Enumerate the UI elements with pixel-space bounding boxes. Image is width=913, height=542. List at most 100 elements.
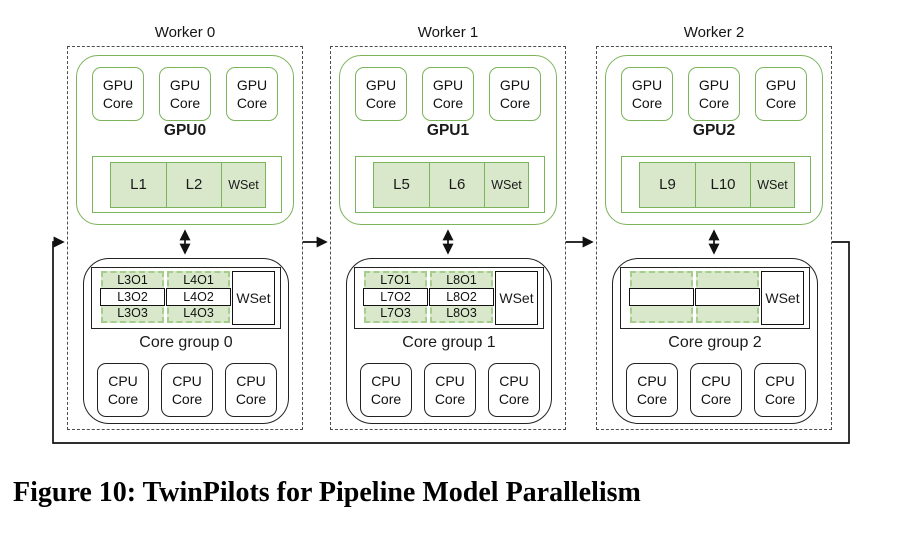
cpu-core-box: CPU Core — [626, 363, 678, 417]
gpu-1-label: GPU1 — [426, 122, 470, 139]
gpu-wset-cell: WSet — [484, 161, 529, 208]
figure-caption: Figure 10: TwinPilots for Pipeline Model… — [13, 477, 641, 508]
cpu-core-label-line1: CPU — [371, 372, 401, 389]
cpu-mem-cell: L8O3 — [446, 306, 477, 321]
gpu-core-label-line1: GPU — [365, 76, 397, 93]
gpu-core-label-line2: Core — [631, 95, 663, 111]
cpu-core-label-line2: Core — [171, 391, 203, 407]
gpu-core-label-line1: GPU — [631, 76, 663, 93]
gpu-mem-cell: L2 — [165, 161, 223, 208]
cpu-mem-cell: L3O1 — [117, 273, 148, 288]
cpu-wset-box: WSet — [232, 271, 275, 325]
core-group-2-label: Core group 2 — [668, 334, 762, 351]
cpu-mem-cell-empty — [629, 288, 694, 306]
cpu-core-box: CPU Core — [225, 363, 277, 417]
cpu-core-label-line2: Core — [235, 391, 267, 407]
gpu-2-memory-bar: L9 L10 WSet — [621, 156, 811, 213]
cpu-mem-column — [695, 271, 760, 323]
gpu-mem-cell: L10 — [694, 161, 752, 208]
cpu-1-box: L7O1 L7O2 L7O3 L8O1 L8O2 L8O3 WSet Core … — [346, 258, 552, 424]
cpu-core-label-line2: Core — [434, 391, 466, 407]
gpu-core-label-line1: GPU — [432, 76, 464, 93]
gpu-0-label: GPU0 — [163, 122, 207, 139]
cpu-core-label-line2: Core — [700, 391, 732, 407]
gpu-core-label-line2: Core — [236, 95, 268, 111]
cpu-mem-column: L7O1 L7O2 L7O3 — [363, 271, 428, 323]
gpu-wset-cell: WSet — [221, 161, 266, 208]
gpu-core-box: GPU Core — [621, 67, 673, 121]
cpu-mem-cell: L7O3 — [380, 306, 411, 321]
worker-1-title: Worker 1 — [417, 24, 479, 41]
cpu-2-memory-bar: WSet — [620, 267, 810, 329]
cpu-core-label-line2: Core — [764, 391, 796, 407]
cpu-core-label-line1: CPU — [765, 372, 795, 389]
cpu-mem-cell-empty — [695, 288, 760, 306]
cpu-mem-cell-active: L3O2 — [100, 288, 165, 306]
gpu-2-box: GPU Core GPU Core GPU Core GPU2 L9 L10 WSet — [605, 55, 823, 225]
gpu-mem-cell: L9 — [639, 161, 696, 208]
cpu-core-box: CPU Core — [424, 363, 476, 417]
cpu-core-label-line1: CPU — [637, 372, 667, 389]
cpu-mem-cell — [698, 273, 757, 288]
gpu-core-box: GPU Core — [688, 67, 740, 121]
cpu-mem-cell-active: L4O2 — [166, 288, 231, 306]
gpu-1-memory-bar: L5 L6 WSet — [355, 156, 545, 213]
cpu-mem-cell: L3O3 — [117, 306, 148, 321]
cpu-2-core-row: CPU Core CPU Core CPU Core — [626, 363, 806, 417]
cpu-mem-column: L8O1 L8O2 L8O3 — [429, 271, 494, 323]
cpu-core-box: CPU Core — [360, 363, 412, 417]
cpu-core-label-line2: Core — [498, 391, 530, 407]
cpu-core-label-line2: Core — [370, 391, 402, 407]
gpu-wset-cell: WSet — [750, 161, 795, 208]
cpu-mem-column: L4O1 L4O2 L4O3 — [166, 271, 231, 323]
gpu-2-core-row: GPU Core GPU Core GPU Core — [621, 67, 807, 121]
gpu-core-label-line2: Core — [432, 95, 464, 111]
gpu-core-label-line1: GPU — [765, 76, 797, 93]
gpu-mem-cell: L5 — [373, 161, 430, 208]
worker-2-boundary: GPU Core GPU Core GPU Core GPU2 L9 L10 WSet — [596, 46, 832, 430]
worker-2-panel: Worker 2 GPU Core GPU Core GPU Core GPU2 L9… — [596, 24, 832, 432]
cpu-core-label-line1: CPU — [172, 372, 202, 389]
cpu-mem-cell: L4O1 — [183, 273, 214, 288]
gpu-2-label: GPU2 — [692, 122, 736, 139]
cpu-mem-cell — [632, 273, 691, 288]
cpu-core-label-line1: CPU — [108, 372, 138, 389]
worker-0-title: Worker 0 — [154, 24, 216, 41]
cpu-core-box: CPU Core — [488, 363, 540, 417]
cpu-core-label-line1: CPU — [435, 372, 465, 389]
gpu-core-box: GPU Core — [92, 67, 144, 121]
gpu-core-label-line2: Core — [365, 95, 397, 111]
gpu-core-box: GPU Core — [355, 67, 407, 121]
cpu-mem-cell — [698, 306, 757, 321]
cpu-core-label-line1: CPU — [499, 372, 529, 389]
cpu-0-box: L3O1 L3O2 L3O3 L4O1 L4O2 L4O3 WSet Core … — [83, 258, 289, 424]
cpu-core-label-line1: CPU — [701, 372, 731, 389]
gpu-core-label-line2: Core — [102, 95, 134, 111]
cpu-core-box: CPU Core — [161, 363, 213, 417]
cpu-1-memory-bar: L7O1 L7O2 L7O3 L8O1 L8O2 L8O3 WSet — [354, 267, 544, 329]
cpu-0-core-row: CPU Core CPU Core CPU Core — [97, 363, 277, 417]
gpu-core-label-line1: GPU — [102, 76, 134, 93]
cpu-1-core-row: CPU Core CPU Core CPU Core — [360, 363, 540, 417]
cpu-mem-cell: L4O3 — [183, 306, 214, 321]
core-group-0-label: Core group 0 — [139, 334, 233, 351]
cpu-core-label-line1: CPU — [236, 372, 266, 389]
gpu-core-label-line2: Core — [698, 95, 730, 111]
cpu-mem-column — [629, 271, 694, 323]
gpu-mem-cell: L1 — [110, 161, 167, 208]
worker-2-title: Worker 2 — [683, 24, 745, 41]
cpu-mem-cell: L7O1 — [380, 273, 411, 288]
gpu-core-label-line1: GPU — [698, 76, 730, 93]
cpu-core-label-line2: Core — [636, 391, 668, 407]
gpu-core-label-line2: Core — [765, 95, 797, 111]
